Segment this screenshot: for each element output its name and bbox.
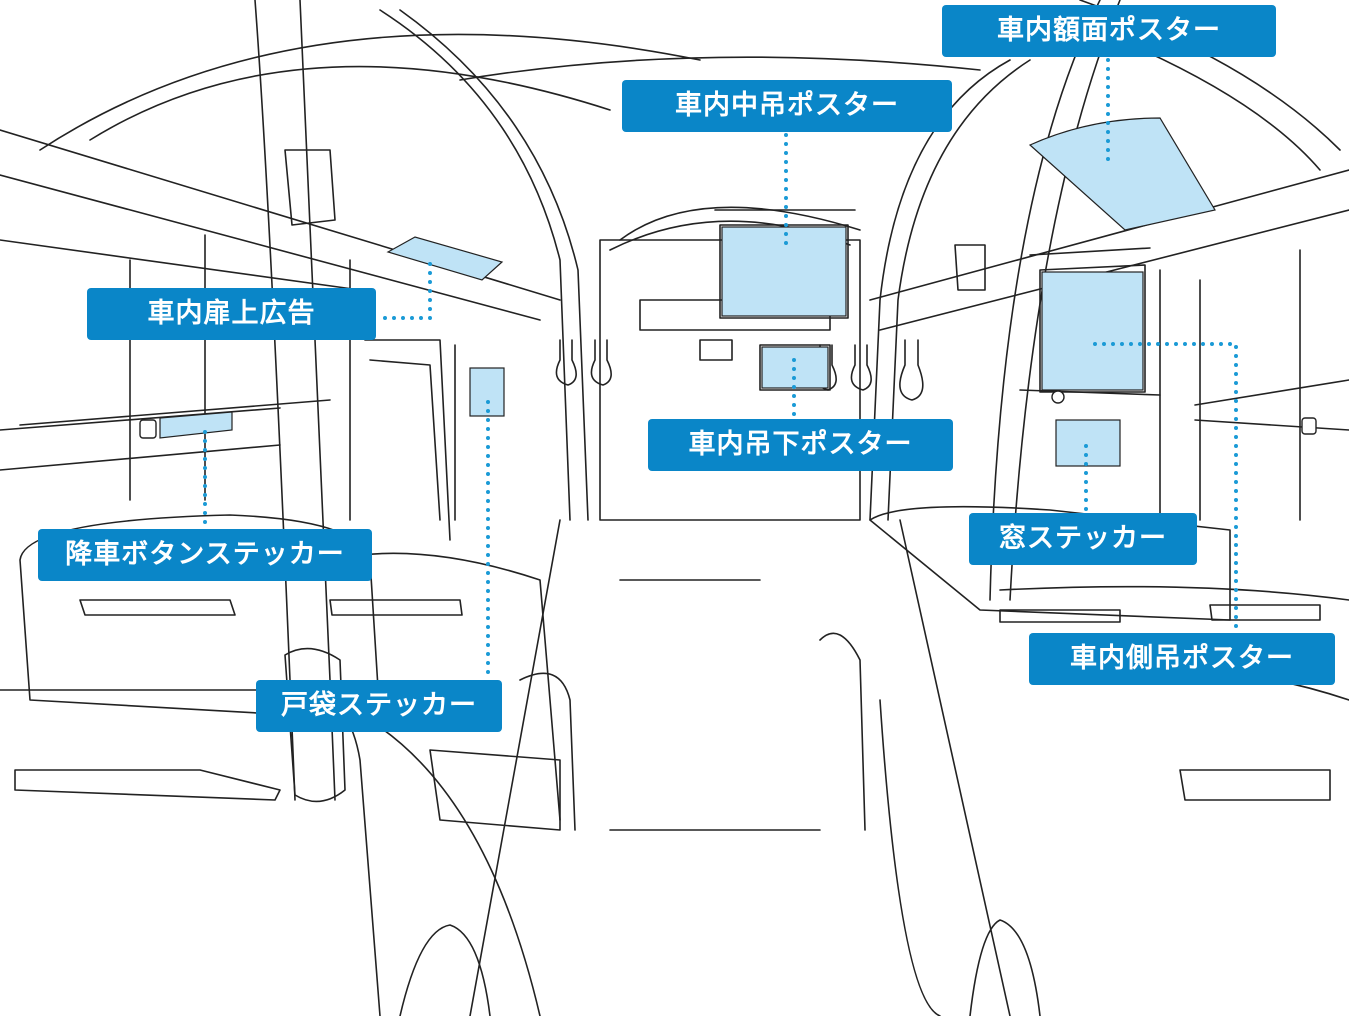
- stop-button-sticker-label: 降車ボタンステッカー: [38, 529, 372, 581]
- window-sticker-area: [1055, 419, 1121, 467]
- center-hanging-poster-label: 車内中吊ポスター: [622, 80, 952, 132]
- door-pocket-sticker-area: [469, 367, 505, 417]
- ceiling-poster-label: 車内額面ポスター: [942, 5, 1276, 57]
- side-hanging-poster-leader: [1093, 342, 1238, 634]
- hanging-poster-label: 車内吊下ポスター: [648, 419, 953, 471]
- above-door-ad-leader: [383, 260, 432, 320]
- door-pocket-sticker-label: 戸袋ステッカー: [256, 680, 502, 732]
- side-hanging-poster-area: [1041, 271, 1144, 391]
- side-hanging-poster-label: 車内側吊ポスター: [1029, 633, 1335, 685]
- ceiling-poster-area: [1028, 117, 1216, 231]
- center-hanging-poster-area: [721, 226, 847, 317]
- above-door-ad-label: 車内扉上広告: [87, 288, 376, 340]
- window-sticker-label: 窓ステッカー: [969, 513, 1197, 565]
- stop-button-sticker-area: [159, 411, 233, 439]
- above-door-ad-area: [386, 236, 504, 281]
